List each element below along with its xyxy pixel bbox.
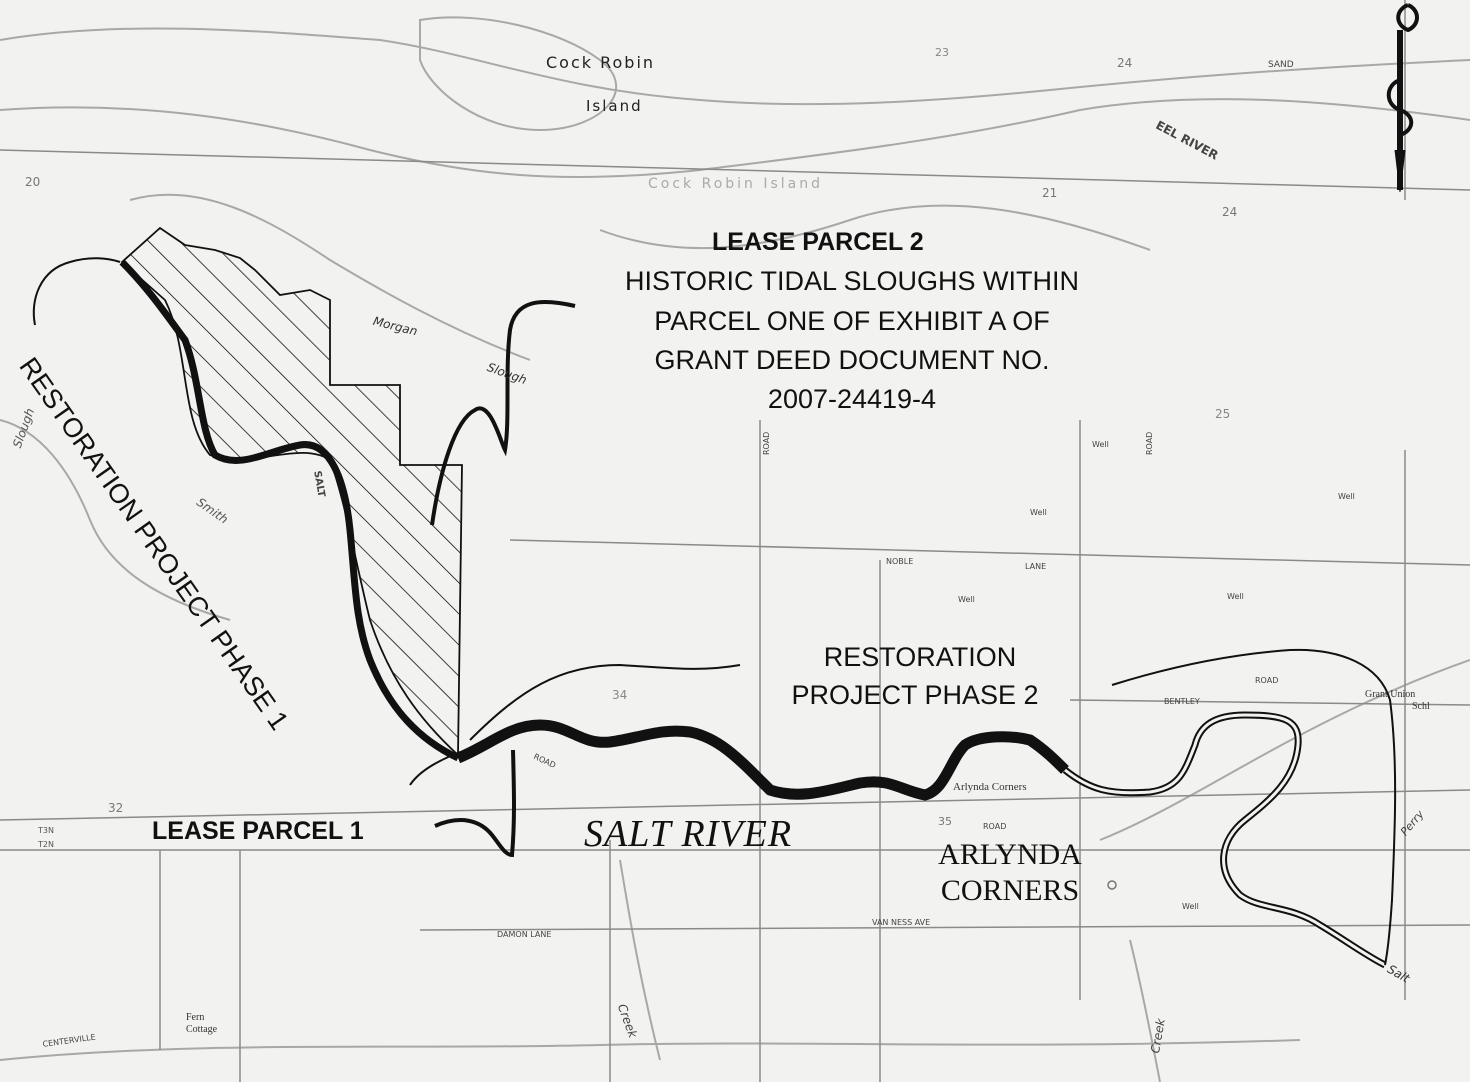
- cock-robin-island-outline: [419, 16, 617, 132]
- well-label-1: Well: [1092, 440, 1109, 449]
- lease-parcel-2-desc-line3: GRANT DEED DOCUMENT NO.: [654, 345, 1050, 375]
- cock-robin-island-faint-label: Cock Robin Island: [648, 176, 824, 192]
- section-21-label: 21: [1042, 186, 1058, 200]
- damon-lane-label: DAMON LANE: [497, 930, 552, 939]
- faint-slough-2: [0, 419, 231, 621]
- island-label: Island: [586, 97, 643, 115]
- phase-2-double-channel: [1062, 711, 1387, 969]
- well-label-2: Well: [1030, 508, 1047, 517]
- well-label-6: Well: [1182, 902, 1199, 911]
- faint-creek-1: [619, 859, 661, 1061]
- faint-creek-2: [1129, 939, 1161, 1082]
- section-25-label: 25: [1215, 407, 1231, 421]
- noble-label: NOBLE: [886, 557, 914, 566]
- sand-label: SAND: [1268, 60, 1294, 70]
- lease-parcel-2-pointer: [430, 299, 576, 526]
- fern-label: Fern: [186, 1012, 205, 1023]
- section-24b-label: 24: [1222, 205, 1238, 219]
- t3n-label: T3N: [38, 826, 54, 835]
- lease-parcel-1-label: LEASE PARCEL 1: [152, 817, 364, 845]
- van-ness-label: VAN NESS AVE: [872, 918, 931, 927]
- arlynda-corners-small-label: Arlynda Corners: [953, 781, 1027, 793]
- lease-parcel-2-desc-line4: 2007-24419-4: [767, 384, 937, 414]
- phase-2-label-line1: RESTORATION: [823, 642, 1017, 672]
- road-label-1: ROAD: [762, 431, 771, 455]
- lease-parcel-1-pointer: [434, 749, 516, 858]
- schl-label: Schl: [1412, 701, 1430, 712]
- t2n-label: T2N: [38, 840, 54, 849]
- section-32-label: 32: [108, 801, 124, 815]
- bentley-label: BENTLEY: [1164, 697, 1200, 706]
- road-label-2: ROAD: [1145, 431, 1154, 455]
- lease-parcel-2-title: LEASE PARCEL 2: [712, 228, 924, 256]
- phase-2-double-channel-inner: [1064, 713, 1386, 967]
- faint-road-bottom: [0, 1039, 1301, 1061]
- arlynda-label-line2: CORNERS: [940, 874, 1080, 907]
- cock-robin-label: Cock Robin: [546, 53, 656, 72]
- faint-slough-3: [599, 204, 1151, 251]
- eel-river-bank-lower: [0, 98, 1470, 179]
- section-24a-label: 24: [1117, 56, 1133, 70]
- section-34-label: 34: [612, 688, 628, 702]
- section-35-label: 35: [938, 815, 952, 828]
- well-label-3: Well: [958, 595, 975, 604]
- north-arrow: [1386, 3, 1419, 193]
- lane-label: LANE: [1025, 562, 1047, 571]
- well-label-5: Well: [1227, 592, 1244, 601]
- lease-parcel-2-desc-line1: HISTORIC TIDAL SLOUGHS WITHIN: [624, 266, 1080, 296]
- arlynda-label-line1: ARLYNDA: [938, 838, 1082, 871]
- faint-slough-1: [129, 193, 531, 361]
- section-20-label: 20: [25, 175, 41, 189]
- lease-parcel-2-area: [120, 226, 463, 758]
- well-label-4: Well: [1338, 492, 1355, 501]
- grant-union-label: Grant Union: [1365, 689, 1416, 700]
- arlynda-marker: [1107, 880, 1117, 890]
- road-label-5: ROAD: [983, 822, 1007, 831]
- phase-2-boundary-west: [469, 663, 741, 741]
- phase-2-boundary-east: [1111, 648, 1397, 966]
- phase-2-channel: [455, 719, 1069, 801]
- section-23-label: 23: [935, 46, 949, 59]
- phase-2-label-line2: PROJECT PHASE 2: [791, 680, 1039, 710]
- phase-1-boundary: [32, 257, 121, 326]
- salt-river-label: SALT RIVER: [584, 813, 793, 855]
- road-label-3: ROAD: [1255, 676, 1279, 685]
- eel-river-bank-upper: [0, 27, 1470, 106]
- lease-parcel-2-desc-line2: PARCEL ONE OF EXHIBIT A OF: [654, 306, 1050, 336]
- phase-1-channel: [119, 259, 460, 762]
- cottage-label: Cottage: [186, 1024, 218, 1035]
